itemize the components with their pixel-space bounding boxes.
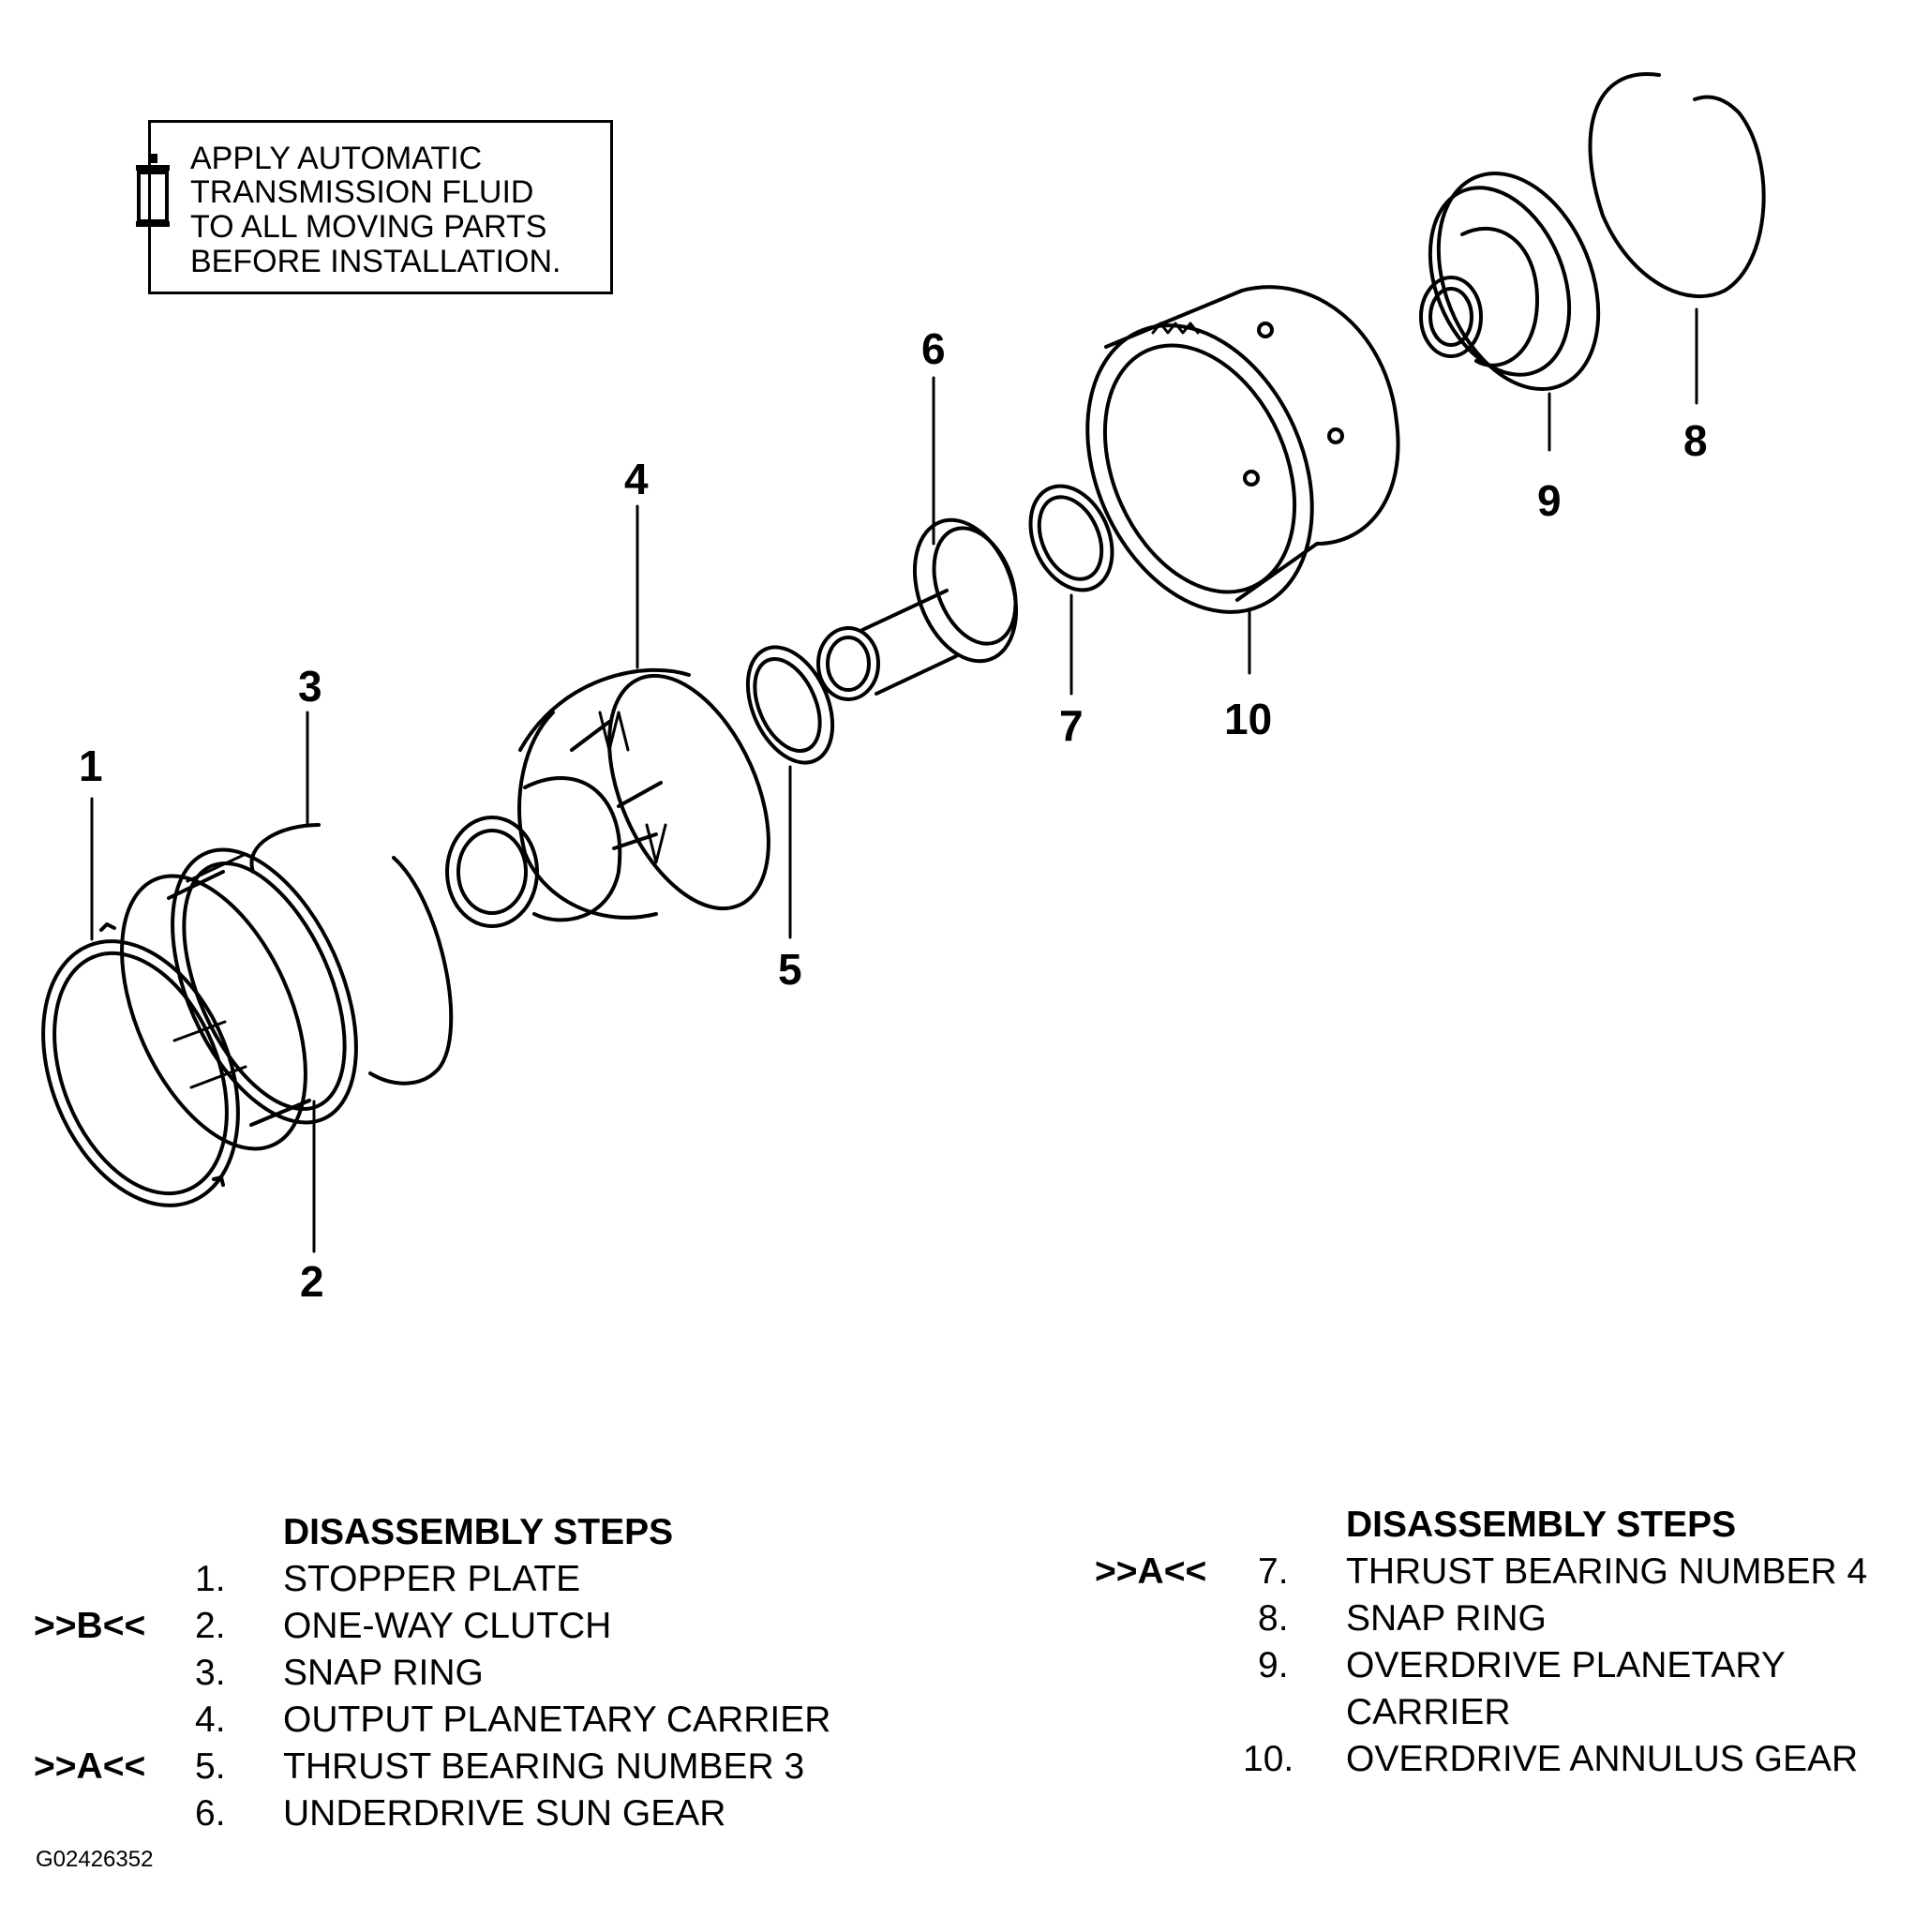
step-num: 7. [1258, 1551, 1289, 1592]
steps-right: DISASSEMBLY STEPS >>A<< 7. THRUST BEARIN… [1078, 1492, 1922, 1792]
step-name: THRUST BEARING NUMBER 4 [1346, 1551, 1868, 1592]
step-num: 9. [1258, 1645, 1289, 1685]
step-num: 2. [195, 1606, 226, 1646]
callout-3: 3 [298, 662, 322, 711]
step-name: CARRIER [1346, 1692, 1511, 1732]
steps-left: DISASSEMBLY STEPS 1. STOPPER PLATE >>B<<… [0, 1500, 937, 1837]
step-code: >>A<< [1095, 1551, 1207, 1592]
thrust-bearing-4-part [1028, 484, 1114, 592]
overdrive-annulus-gear-part [1085, 285, 1400, 614]
steps-right-heading: DISASSEMBLY STEPS [1346, 1505, 1737, 1545]
oil-bottle-icon [136, 154, 170, 227]
step-name: THRUST BEARING NUMBER 3 [283, 1746, 805, 1787]
callout-4: 4 [624, 455, 649, 503]
step-name: STOPPER PLATE [283, 1559, 581, 1599]
step-name: SNAP RING [1346, 1598, 1547, 1639]
snap-ring-part [249, 823, 454, 1086]
step-num: 4. [195, 1700, 226, 1740]
one-way-clutch-part [120, 847, 358, 1151]
callout-7: 7 [1059, 701, 1084, 750]
callout-10: 10 [1224, 695, 1273, 743]
step-name: OUTPUT PLANETARY CARRIER [283, 1700, 831, 1740]
callout-5: 5 [778, 945, 802, 994]
figure-id: G02426352 [36, 1847, 154, 1872]
step-num: 10. [1243, 1739, 1294, 1779]
output-planetary-carrier-part [445, 667, 770, 928]
note-line-3: TO ALL MOVING PARTS [190, 209, 547, 245]
callout-1: 1 [79, 741, 103, 790]
step-num: 3. [195, 1653, 226, 1693]
step-name: UNDERDRIVE SUN GEAR [283, 1793, 726, 1834]
note-line-4: BEFORE INSTALLATION. [190, 244, 561, 279]
step-name: ONE-WAY CLUTCH [283, 1606, 612, 1646]
callout-8: 8 [1683, 416, 1708, 465]
step-num: 1. [195, 1559, 226, 1599]
step-name: OVERDRIVE PLANETARY [1346, 1645, 1786, 1685]
step-code: >>B<< [34, 1606, 146, 1646]
step-num: 5. [195, 1746, 226, 1787]
callout-2: 2 [300, 1257, 324, 1306]
callout-6: 6 [921, 324, 946, 373]
step-name: SNAP RING [283, 1653, 484, 1693]
stopper-plate-part [41, 922, 240, 1207]
callout-9: 9 [1537, 476, 1562, 525]
thrust-bearing-3-part [745, 645, 835, 765]
note-line-2: TRANSMISSION FLUID [190, 174, 534, 210]
underdrive-sun-gear-part [816, 517, 1019, 701]
step-code: >>A<< [34, 1746, 146, 1787]
step-name: OVERDRIVE ANNULUS GEAR [1346, 1739, 1859, 1779]
steps-left-heading: DISASSEMBLY STEPS [283, 1512, 674, 1552]
step-num: 8. [1258, 1598, 1289, 1639]
note-box: APPLY AUTOMATIC TRANSMISSION FLUID TO AL… [148, 120, 613, 294]
leader-lines [90, 307, 1698, 1253]
note-line-1: APPLY AUTOMATIC [190, 141, 483, 176]
step-num: 6. [195, 1793, 226, 1834]
overdrive-planetary-carrier-part [1419, 171, 1601, 392]
snap-ring-8-part [1588, 72, 1766, 299]
